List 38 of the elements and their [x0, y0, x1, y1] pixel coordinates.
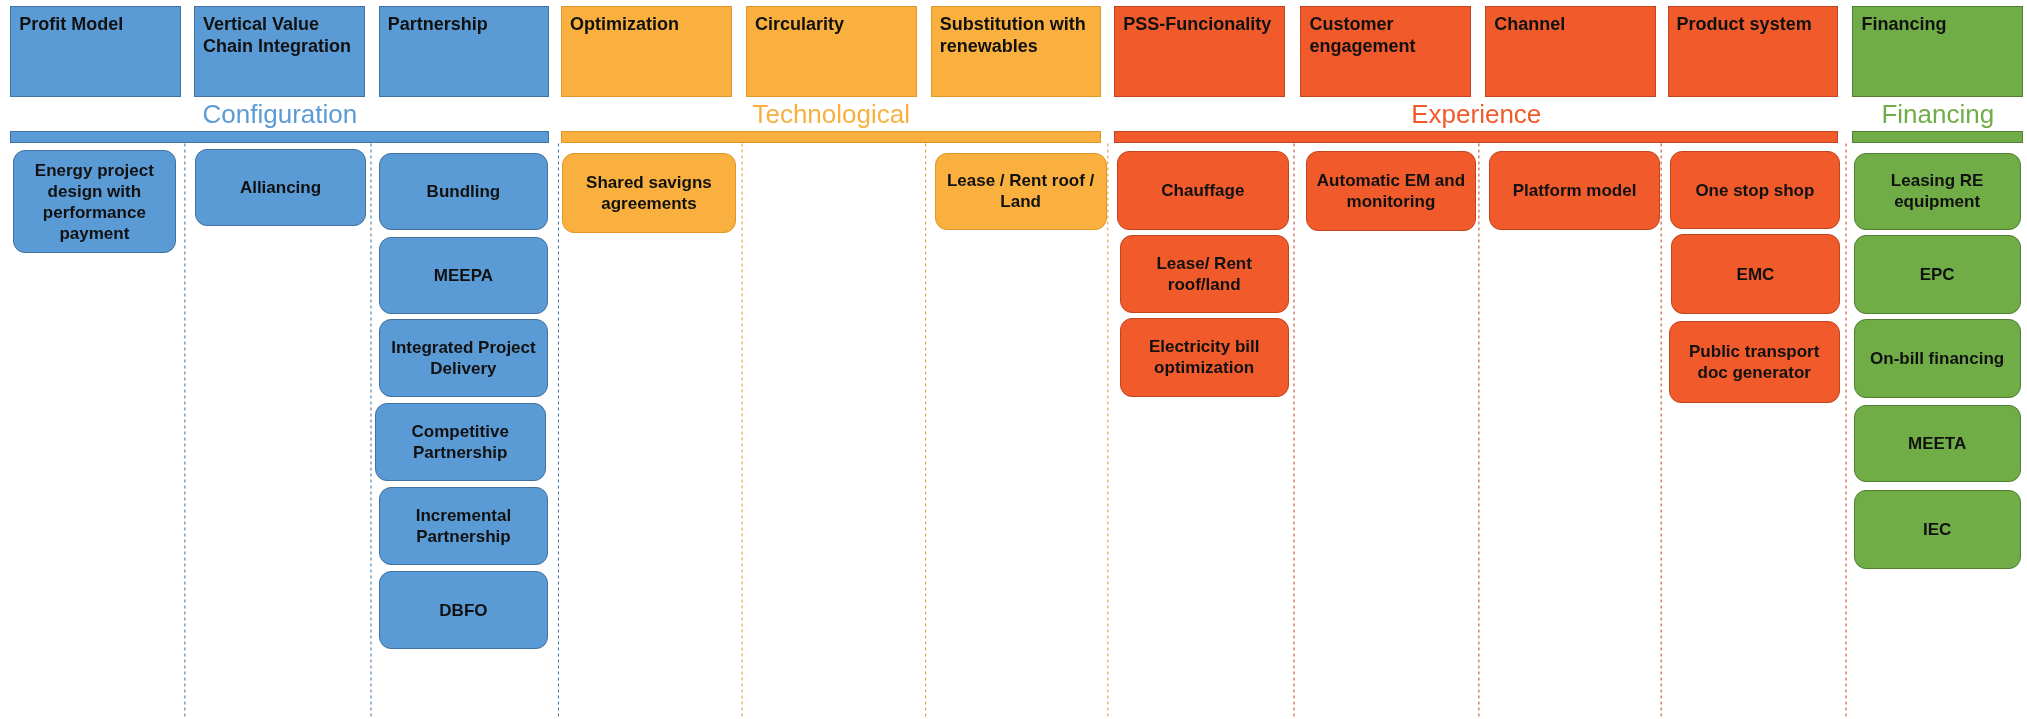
model-card: Chauffage — [1116, 151, 1289, 231]
model-card: Automatic EM and monitoring — [1305, 151, 1477, 232]
model-card: Integrated Project Delivery — [378, 319, 549, 397]
category-header: Vertical Value Chain Integration — [193, 6, 365, 97]
category-header: Partnership — [378, 6, 550, 97]
model-card: Electricity bill optimization — [1119, 318, 1289, 397]
category-header: PSS-Funcionality — [1114, 6, 1285, 97]
model-card: Bundling — [378, 152, 549, 231]
model-card: EMC — [1671, 233, 1840, 315]
category-header: Customer engagement — [1300, 6, 1472, 97]
category-header: Optimization — [561, 6, 732, 97]
category-header: Profit Model — [10, 6, 181, 97]
category-header: Channel — [1485, 6, 1656, 97]
category-header: Financing — [1852, 6, 2024, 97]
model-card: MEEPA — [378, 236, 549, 315]
model-card: Alliancing — [195, 148, 366, 227]
model-card: EPC — [1853, 235, 2021, 315]
group-label: Configuration — [202, 99, 358, 130]
group-label: Financing — [1881, 99, 1995, 130]
model-card: One stop shop — [1670, 151, 1840, 229]
model-card: On-bill financing — [1853, 319, 2021, 399]
model-card: Shared savigns agreements — [562, 152, 736, 233]
model-card: Lease / Rent roof / Land — [934, 152, 1107, 231]
model-card: Lease/ Rent roof/land — [1119, 235, 1289, 313]
category-header: Substitution with renewables — [930, 6, 1102, 97]
model-card: MEETA — [1853, 404, 2021, 483]
model-card: Incremental Partnership — [378, 487, 549, 565]
model-card: Platform model — [1489, 151, 1660, 231]
model-card: Competitive Partnership — [374, 403, 546, 481]
model-card: Energy project design with performance payment — [12, 149, 176, 254]
group-label: Experience — [1411, 99, 1542, 130]
model-card: DBFO — [378, 571, 549, 649]
category-header: Product system — [1667, 6, 1839, 97]
group-label: Technological — [752, 99, 910, 130]
category-header: Circularity — [745, 6, 917, 97]
model-card: Public transport doc generator — [1668, 320, 1840, 404]
model-card: IEC — [1853, 489, 2021, 569]
model-card: Leasing RE equipment — [1853, 152, 2021, 231]
